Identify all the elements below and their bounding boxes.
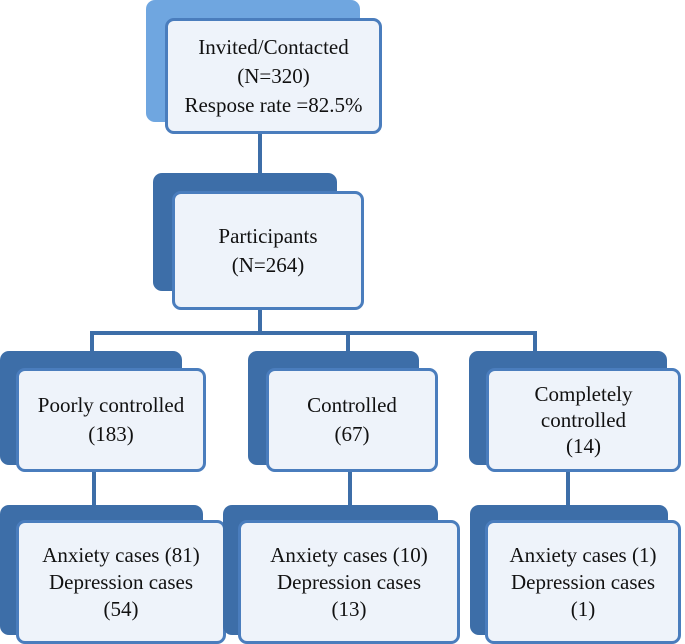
controlled-depression-count: (13) [331,596,367,621]
controlled-anxiety: Anxiety cases (10) [270,542,428,567]
controlled-count: (67) [334,422,370,446]
poorly-controlled-cases-box: Anxiety cases (81) Depression cases (54) [16,520,226,644]
completely-controlled-label-line2: controlled [540,408,627,432]
controlled-label: Controlled [307,393,397,417]
connector-to-controlled [346,331,350,355]
completely-controlled-label-line1: Completely [534,382,633,406]
connector-to-completely-controlled [533,331,537,355]
connector-poorly-to-cases [92,470,96,510]
invited-title: Invited/Contacted [198,34,349,59]
connector-horizontal-bar [90,331,537,335]
poorly-controlled-anxiety: Anxiety cases (81) [42,542,200,567]
participants-title: Participants [218,223,318,248]
poorly-controlled-depression: Depression cases [48,569,194,594]
completely-controlled-depression-count: (1) [570,596,596,621]
poorly-controlled-label: Poorly controlled [37,393,185,417]
completely-controlled-anxiety: Anxiety cases (1) [509,542,657,567]
participants-count: (N=264) [231,252,305,277]
controlled-box: Controlled (67) [266,368,438,472]
connector-completely-to-cases [566,470,570,510]
completely-controlled-count: (14) [566,434,601,458]
invited-response-rate: Respose rate =82.5% [184,92,363,117]
completely-controlled-cases-box: Anxiety cases (1) Depression cases (1) [485,520,681,644]
connector-controlled-to-cases [348,470,352,510]
connector-to-poorly-controlled [90,331,94,355]
connector-invited-participants [258,132,262,190]
connector-participants-trunk [258,308,262,333]
participants-box: Participants (N=264) [172,191,364,310]
poorly-controlled-count: (183) [88,422,134,446]
invited-count: (N=320) [237,63,310,88]
controlled-cases-box: Anxiety cases (10) Depression cases (13) [238,520,460,644]
controlled-depression: Depression cases [276,569,422,594]
completely-controlled-depression: Depression cases [510,569,656,594]
invited-box: Invited/Contacted (N=320) Respose rate =… [165,18,382,134]
completely-controlled-box: Completely controlled (14) [486,368,681,472]
poorly-controlled-box: Poorly controlled (183) [16,368,206,472]
poorly-controlled-depression-count: (54) [103,596,139,621]
